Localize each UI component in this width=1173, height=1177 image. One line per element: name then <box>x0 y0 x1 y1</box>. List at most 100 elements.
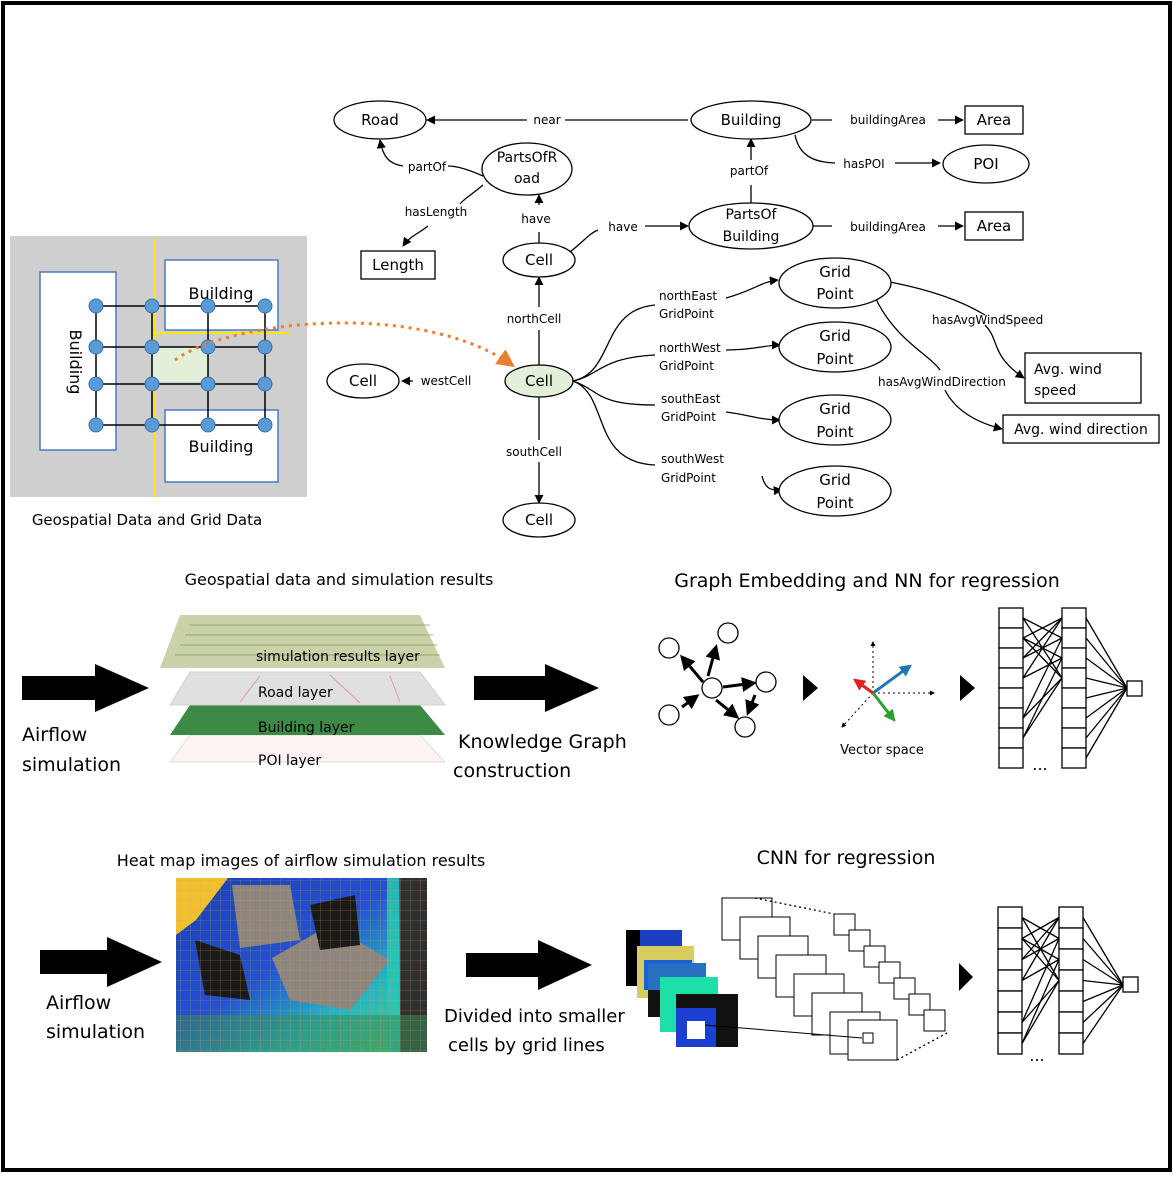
triangle-arrow-2 <box>960 675 975 701</box>
nn-top-neuron <box>998 707 1024 729</box>
kg-construction-line1: Knowledge Graph <box>458 731 627 753</box>
nn-bottom-edge <box>1021 938 1060 1023</box>
edge-building-area-mid: buildingArea <box>850 220 926 234</box>
nn-top-neuron <box>998 747 1024 769</box>
nn-bottom-edge <box>1021 917 1060 981</box>
heatmap-grid-overlay <box>176 878 427 1052</box>
building-top <box>164 259 279 331</box>
nn-bottom-neuron <box>1058 906 1084 929</box>
edge-have-road: have <box>521 212 550 226</box>
edge-has-poi: hasPOI <box>843 157 884 171</box>
nn-top-neuron <box>1061 607 1087 629</box>
kg-node-cell-south: Cell <box>502 502 576 538</box>
layer-stack: simulation results layer Road layer Buil… <box>160 615 447 769</box>
node-road-label: Road <box>361 111 399 129</box>
nn-top-neuron <box>1061 627 1087 649</box>
cell-image-stack <box>626 930 738 1047</box>
node-cell-west-label: Cell <box>349 372 377 390</box>
nn-top-neuron <box>998 647 1024 669</box>
nn-bottom-neuron <box>997 927 1023 950</box>
building-bottom-label: Building <box>189 437 254 456</box>
nn-bottom-neuron <box>997 1032 1023 1055</box>
cnn-receptive-field <box>862 1032 874 1044</box>
nn-bottom-edge <box>1021 959 1060 1044</box>
grid-nodes <box>88 298 273 433</box>
edge-north-west-2: GridPoint <box>659 359 714 373</box>
vector-red <box>853 678 874 695</box>
node-building-label: Building <box>721 111 782 129</box>
nn-bottom-out-edge <box>1082 979 1124 986</box>
map-caption: Geospatial Data and Grid Data <box>32 511 262 529</box>
kg-node-gridpoint-se: Grid Point <box>778 394 892 446</box>
dotted-link-arrow <box>174 321 515 368</box>
node-poi-label: POI <box>973 155 998 173</box>
edge-part-of-building: partOf <box>730 164 769 178</box>
layer-label-road: Road layer <box>258 685 333 701</box>
nn-bottom-neuron <box>1058 969 1084 992</box>
edge-north-east-2: GridPoint <box>659 307 714 321</box>
kg-node-cell-center: Cell <box>504 364 574 398</box>
kg-node-cell-top: Cell <box>502 242 576 278</box>
nn-bottom-out-edge <box>1082 984 1124 1003</box>
nn-bottom-out-edge <box>1082 917 1124 986</box>
nn-top-edge <box>1022 637 1063 679</box>
nn-top-neuron <box>1061 647 1087 669</box>
gridpoint-sw-line2: Point <box>816 494 853 512</box>
nn-bottom: ... <box>997 906 1139 1065</box>
kg-construction-line2: construction <box>453 760 571 782</box>
nn-bottom-out-edge <box>1082 938 1124 986</box>
node-partsofbuilding-line1: PartsOf <box>726 207 778 223</box>
nn-bottom-edge <box>1021 980 1060 1044</box>
pipeline-cnn: Heat map images of airflow simulation re… <box>40 847 1139 1065</box>
nn-top-ellipsis: ... <box>1032 755 1047 774</box>
node-partsofbuilding-line2: Building <box>723 229 780 245</box>
kg-node-gridpoint-nw: Grid Point <box>778 321 892 373</box>
divided-line1: Divided into smaller <box>444 1006 625 1027</box>
edge-south-west-1: southWest <box>661 452 724 466</box>
nn-top-out-edge <box>1085 657 1128 689</box>
kg-node-partsofbuilding: PartsOf Building <box>688 202 814 250</box>
nn-top-neuron <box>998 627 1024 649</box>
nn-top-layers <box>998 607 1087 769</box>
airflow-2-line1: Airflow <box>46 992 111 1014</box>
nn-top-neuron <box>998 607 1024 629</box>
nn-top-edge <box>1022 617 1063 639</box>
kg-node-poi: POI <box>942 144 1030 184</box>
nn-top-neuron <box>1061 667 1087 689</box>
grid-lines <box>95 305 266 426</box>
edge-near: near <box>533 113 560 127</box>
edge-has-avg-wind-direction: hasAvgWindDirection <box>878 375 1006 389</box>
highlighted-cell <box>152 347 208 382</box>
building-top-label: Building <box>189 284 254 303</box>
edge-has-avg-wind-speed: hasAvgWindSpeed <box>932 313 1043 327</box>
mini-graph <box>658 622 777 738</box>
nn-bottom-neuron <box>997 969 1023 992</box>
kg-node-building: Building <box>690 100 812 140</box>
nn-top-edge <box>1022 637 1063 719</box>
embedding-title: Graph Embedding and NN for regression <box>674 570 1060 592</box>
nn-top-edge <box>1022 617 1063 659</box>
gridpoint-sw-line1: Grid <box>819 471 850 489</box>
pipeline-graph: Geospatial data and simulation results A… <box>22 570 1143 782</box>
cell-img-5-highlight <box>687 1021 705 1039</box>
heatmap-title: Heat map images of airflow simulation re… <box>117 851 485 870</box>
kg-node-cell-west: Cell <box>326 363 400 399</box>
kg-node-gridpoint-ne: Grid Point <box>778 257 892 309</box>
building-left-label: Building <box>66 330 85 395</box>
heatmap-image <box>176 878 427 1052</box>
road-layer-plane <box>169 671 447 706</box>
gridpoint-ne-line2: Point <box>816 285 853 303</box>
simulation-layer-texture <box>175 624 440 656</box>
gridpoint-ne-line1: Grid <box>819 263 850 281</box>
nn-bottom-ellipsis: ... <box>1029 1046 1044 1065</box>
edge-west-cell: westCell <box>421 374 472 388</box>
cnn-dotted-top <box>754 897 835 915</box>
nn-top-edge <box>1022 657 1063 739</box>
vector-space-label: Vector space <box>840 743 924 758</box>
nn-top-out-edge <box>1085 677 1128 689</box>
arrow-kg-construction <box>474 664 599 712</box>
kg-node-road: Road <box>333 100 427 140</box>
nn-bottom-connections <box>1021 916 1124 1044</box>
nn-bottom-edge <box>1021 916 1060 940</box>
